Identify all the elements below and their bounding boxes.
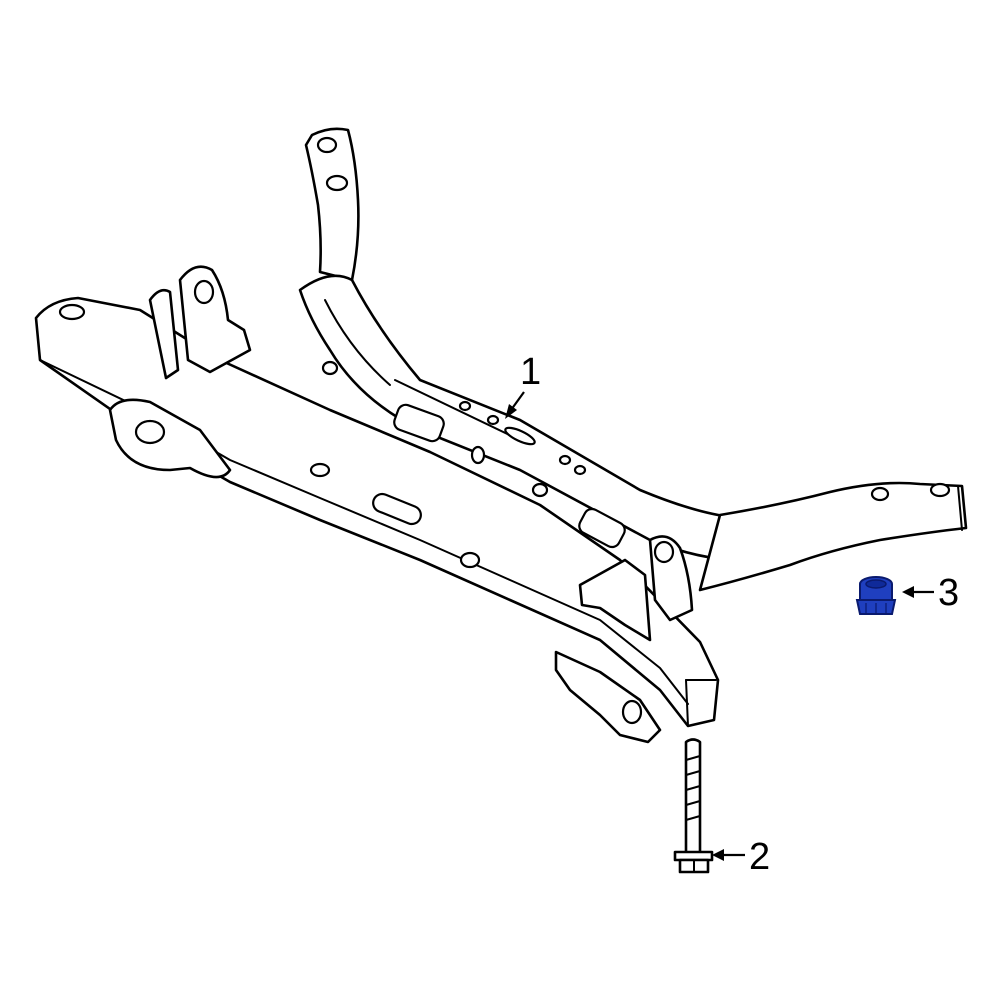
callout-3: 3 xyxy=(902,572,959,614)
callout-3-arrowhead xyxy=(902,586,914,598)
nut[interactable] xyxy=(855,576,897,615)
callout-1-leader xyxy=(510,391,525,411)
callout-2-arrowhead xyxy=(712,849,724,861)
bolt[interactable] xyxy=(673,738,714,874)
callout-1: 1 xyxy=(505,351,541,419)
callout-1-label: 1 xyxy=(520,351,541,393)
callout-1-arrowhead xyxy=(505,404,517,419)
callout-2-label: 2 xyxy=(749,836,770,878)
callout-2: 2 xyxy=(712,836,770,878)
callout-3-label: 3 xyxy=(938,572,959,614)
subframe[interactable] xyxy=(34,127,968,744)
